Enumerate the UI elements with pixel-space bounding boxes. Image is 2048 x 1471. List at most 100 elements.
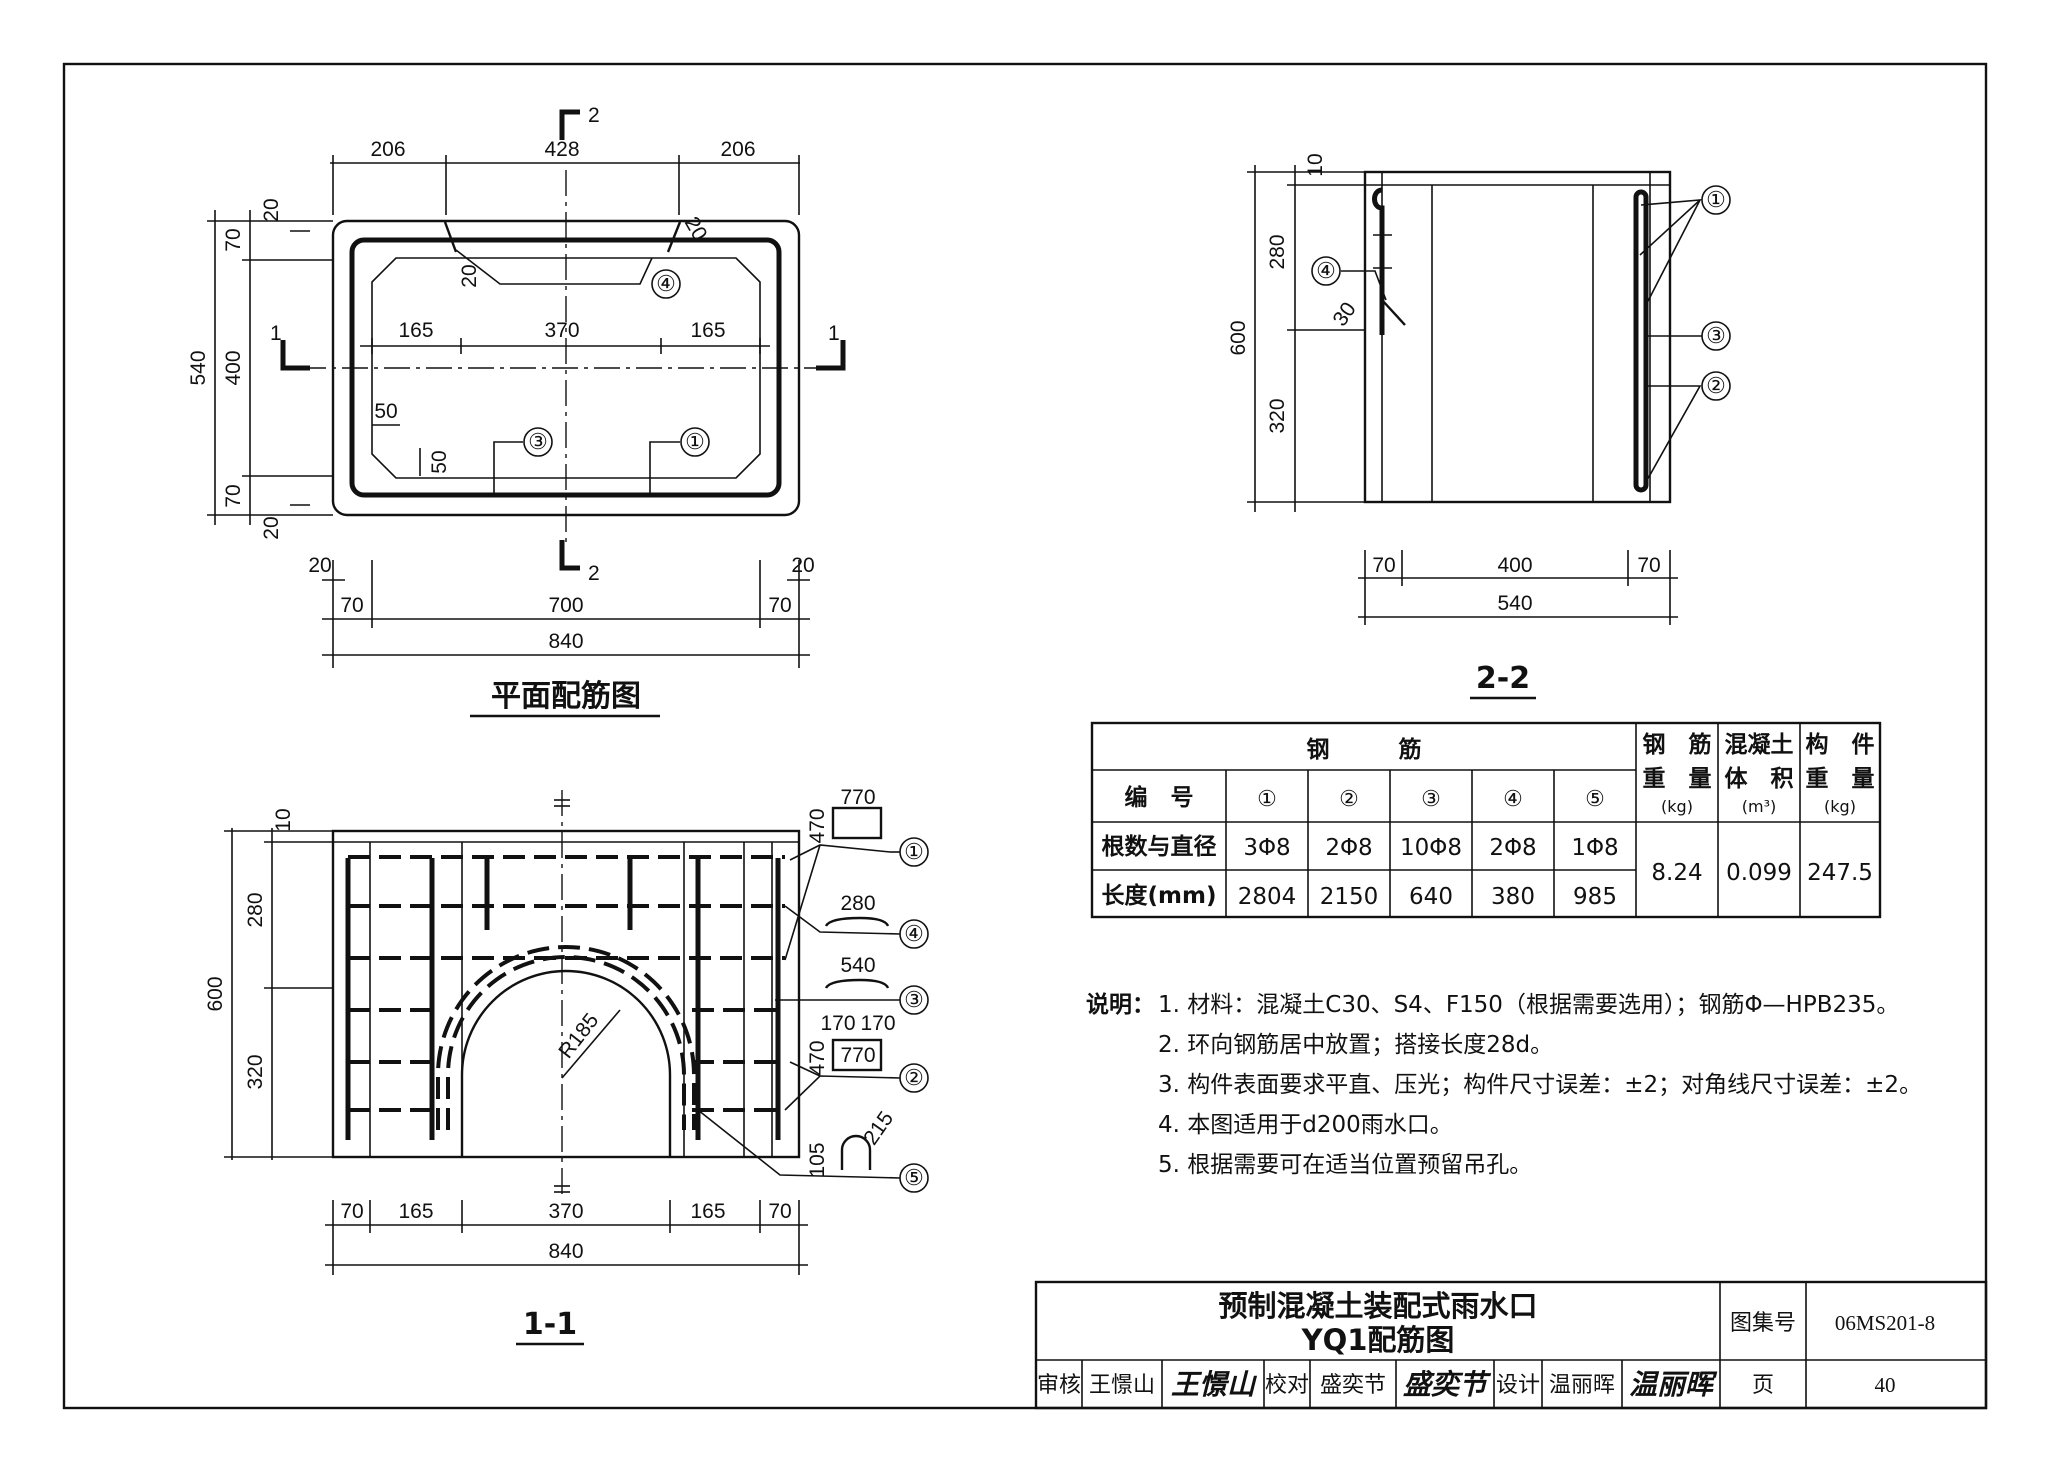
table-bar-no-2: ② [1339, 786, 1359, 811]
plan-dim-bottom-70-right: 70 [768, 594, 791, 617]
rebar-table: 钢 筋 编 号 ① ② ③ ④ ⑤ 根数与直径 3Φ8 2Φ8 10Φ8 2Φ8… [1090, 721, 1882, 919]
section22-dim-600: 600 [1227, 320, 1250, 355]
plan-callout-3-label: ③ [528, 429, 548, 454]
plan-title: 平面配筋图 [491, 679, 641, 714]
table-volume-label-1: 混凝土 [1725, 731, 1794, 758]
table-steel-weight: 8.24 [1651, 860, 1702, 886]
notes-label: 说明： [1086, 991, 1155, 1018]
bar1-dim-770: 770 [840, 786, 875, 809]
plan-dim-left-20-bottom: 20 [260, 516, 283, 539]
plan-dim-428: 428 [544, 138, 579, 161]
bar3-callout: ③ [904, 987, 924, 1012]
section22-outline [1363, 170, 1672, 504]
section11-dim-165-right: 165 [690, 1200, 725, 1223]
table-bar-no-4: ④ [1503, 786, 1523, 811]
table-length-4: 380 [1491, 884, 1535, 910]
bar2-dim-170-right: 170 [860, 1012, 895, 1035]
section22-callout-4: ④ [1316, 258, 1336, 283]
bar5-callout: ⑤ [904, 1165, 924, 1190]
plan-dim-bottom-70-left: 70 [340, 594, 363, 617]
table-weight-label-1: 钢 筋 [1643, 731, 1712, 758]
plan-hook-right [666, 221, 682, 253]
bar2-dim-470: 470 [806, 1040, 829, 1075]
plan-dim-370: 370 [544, 319, 579, 342]
plan-dim-bottom-20-left: 20 [308, 554, 331, 577]
bar5-dim-105: 105 [806, 1142, 829, 1177]
section22-rebar-left [1372, 187, 1385, 335]
designer: 温丽晖 [1549, 1373, 1615, 1398]
table-count-2: 2Φ8 [1325, 835, 1372, 861]
note-4: 4. 本图适用于d200雨水口。 [1158, 1112, 1453, 1138]
plan-hook-left [443, 221, 458, 253]
table-concrete-volume: 0.099 [1726, 860, 1792, 886]
section22-dim-70-left: 70 [1372, 554, 1395, 577]
plan-dim-chamfer-v: 50 [428, 450, 451, 473]
section11-arch [460, 969, 672, 1157]
table-member-weight: 247.5 [1807, 860, 1873, 886]
section11-dim-840: 840 [548, 1240, 583, 1263]
notes: 说明： 1. 材料：混凝土C30、S4、F150（根据需要选用）；钢筋Φ—HPB… [1086, 991, 1922, 1178]
section-mark-1-left [280, 340, 310, 371]
title-line1: 预制混凝土装配式雨水口 [1218, 1289, 1537, 1323]
table-bar-no-1: ① [1257, 786, 1277, 811]
plan-callout-1-label: ① [685, 429, 705, 454]
section11-title: 1-1 [523, 1307, 577, 1342]
section11-dim-320: 320 [244, 1054, 267, 1089]
plan-dim-left-20-top: 20 [260, 198, 283, 221]
check-label: 校对 [1265, 1373, 1309, 1398]
plan-dim-left-70-bottom: 70 [222, 484, 245, 507]
plan-callout-3 [523, 427, 553, 457]
plan-dim-206-right: 206 [720, 138, 755, 161]
bar2-dim-170-left: 170 [820, 1012, 855, 1035]
page-label: 页 [1752, 1373, 1774, 1398]
table-row-count-label: 根数与直径 [1102, 833, 1217, 860]
atlas-label: 图集号 [1730, 1311, 1796, 1336]
table-member-unit: (kg) [1824, 797, 1856, 816]
plan-callout-4-label: ④ [656, 271, 676, 296]
checker-signature: 盛奕节 [1403, 1368, 1492, 1401]
table-count-1: 3Φ8 [1243, 835, 1290, 861]
bar2-callout: ② [904, 1065, 924, 1090]
table-weight-label-2: 重 量 [1643, 766, 1712, 792]
table-length-2: 2150 [1320, 884, 1379, 910]
section11-arch-rebar-1 [446, 955, 686, 1130]
plan-leader-4 [455, 249, 653, 285]
section11-dim-10: 10 [272, 808, 295, 831]
section22-dim-30: 30 [1329, 298, 1361, 330]
section22-dim-400: 400 [1497, 554, 1532, 577]
section11-dim-370: 370 [548, 1200, 583, 1223]
section11-outline [331, 829, 801, 1159]
plan-dim-bottom-20-right: 20 [791, 554, 814, 577]
title-line2: YQ1配筋图 [1301, 1323, 1455, 1357]
section22-dim-70-right: 70 [1637, 554, 1660, 577]
section-mark-2-top-label: 2 [588, 104, 600, 127]
table-row-length-label: 长度(mm) [1102, 882, 1217, 909]
section11-dim-280: 280 [244, 892, 267, 927]
section22-callout-2: ② [1706, 373, 1726, 398]
designer-signature: 温丽晖 [1629, 1368, 1718, 1401]
bar3-dim-540: 540 [840, 954, 875, 977]
bar1-dim-470: 470 [806, 808, 829, 843]
atlas-no: 06MS201-8 [1835, 1311, 1935, 1335]
section-mark-2-bottom [559, 540, 580, 571]
section-mark-1-left-label: 1 [270, 322, 282, 345]
section-mark-2-bottom-label: 2 [588, 562, 600, 585]
bar4-dim-280: 280 [840, 892, 875, 915]
table-bar-no-5: ⑤ [1585, 786, 1605, 811]
bar4-callout: ④ [904, 921, 924, 946]
plan-callout-4 [651, 269, 681, 299]
plan-dim-165-right: 165 [690, 319, 725, 342]
plan-view: 2 2 1 1 ④ ③ ① 206 428 206 [187, 104, 846, 718]
note-5: 5. 根据需要可在适当位置预留吊孔。 [1158, 1152, 1532, 1178]
table-length-5: 985 [1573, 884, 1617, 910]
section22-title: 2-2 [1476, 661, 1530, 696]
table-header-main: 钢 筋 [1307, 736, 1422, 763]
table-count-3: 10Φ8 [1400, 835, 1462, 861]
plan-dim-840: 840 [548, 630, 583, 653]
note-2: 2. 环向钢筋居中放置；搭接长度28d。 [1158, 1032, 1553, 1058]
table-member-label-1: 构 件 [1806, 731, 1875, 758]
section22-dim-280: 280 [1266, 234, 1289, 269]
table-member-label-2: 重 量 [1806, 766, 1875, 792]
table-count-5: 1Φ8 [1571, 835, 1618, 861]
